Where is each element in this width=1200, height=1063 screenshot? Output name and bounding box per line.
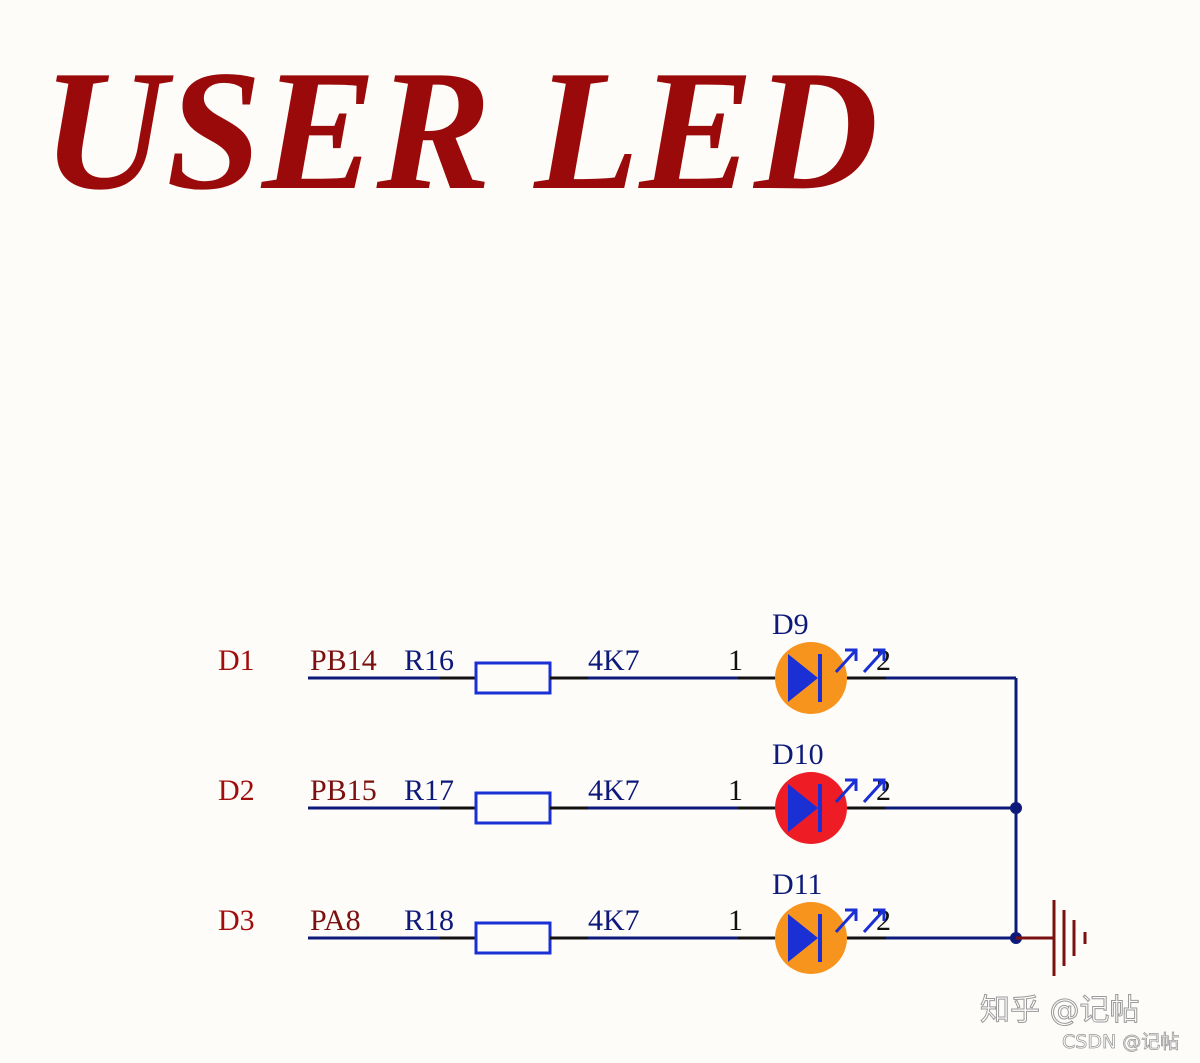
- led-channel-1: D1 PB14 R16 4K7 1 2 D9: [218, 608, 1016, 714]
- ground-symbol: [1016, 900, 1087, 976]
- schematic-title: USER LED: [42, 36, 878, 226]
- led-designator: D10: [772, 738, 824, 771]
- junction-dot: [1010, 802, 1022, 814]
- net-label: D3: [218, 904, 255, 937]
- light-emission-arrows: [834, 778, 886, 804]
- light-emission-arrows: [834, 648, 886, 674]
- light-emission-arrows: [834, 908, 886, 934]
- resistor-body: [474, 791, 552, 825]
- net-label: D1: [218, 644, 255, 677]
- net-label: D2: [218, 774, 255, 807]
- led-pin-1-label: 1: [728, 644, 743, 677]
- led-pin-1-label: 1: [728, 904, 743, 937]
- port-label: PB15: [310, 774, 377, 807]
- diode-triangle: [788, 784, 818, 832]
- resistor-designator: R18: [404, 904, 454, 937]
- resistor-body: [474, 921, 552, 955]
- led-channel-3: D3 PA8 R18 4K7 1 2 D11: [218, 868, 1016, 974]
- resistor-designator: R17: [404, 774, 454, 807]
- port-label: PB14: [310, 644, 377, 677]
- resistor-designator: R16: [404, 644, 454, 677]
- resistor-value: 4K7: [588, 774, 640, 807]
- port-label: PA8: [310, 904, 361, 937]
- led-designator: D9: [772, 608, 809, 641]
- resistor-value: 4K7: [588, 904, 640, 937]
- csdn-watermark: CSDN @记帖: [1062, 1031, 1179, 1053]
- led-designator: D11: [772, 868, 823, 901]
- led-channel-2: D2 PB15 R17 4K7 1 2 D10: [218, 738, 1016, 844]
- led-pin-1-label: 1: [728, 774, 743, 807]
- resistor-value: 4K7: [588, 644, 640, 677]
- resistor-body: [474, 661, 552, 695]
- diode-triangle: [788, 914, 818, 962]
- diode-triangle: [788, 654, 818, 702]
- zhihu-watermark: 知乎 @记帖: [980, 993, 1140, 1028]
